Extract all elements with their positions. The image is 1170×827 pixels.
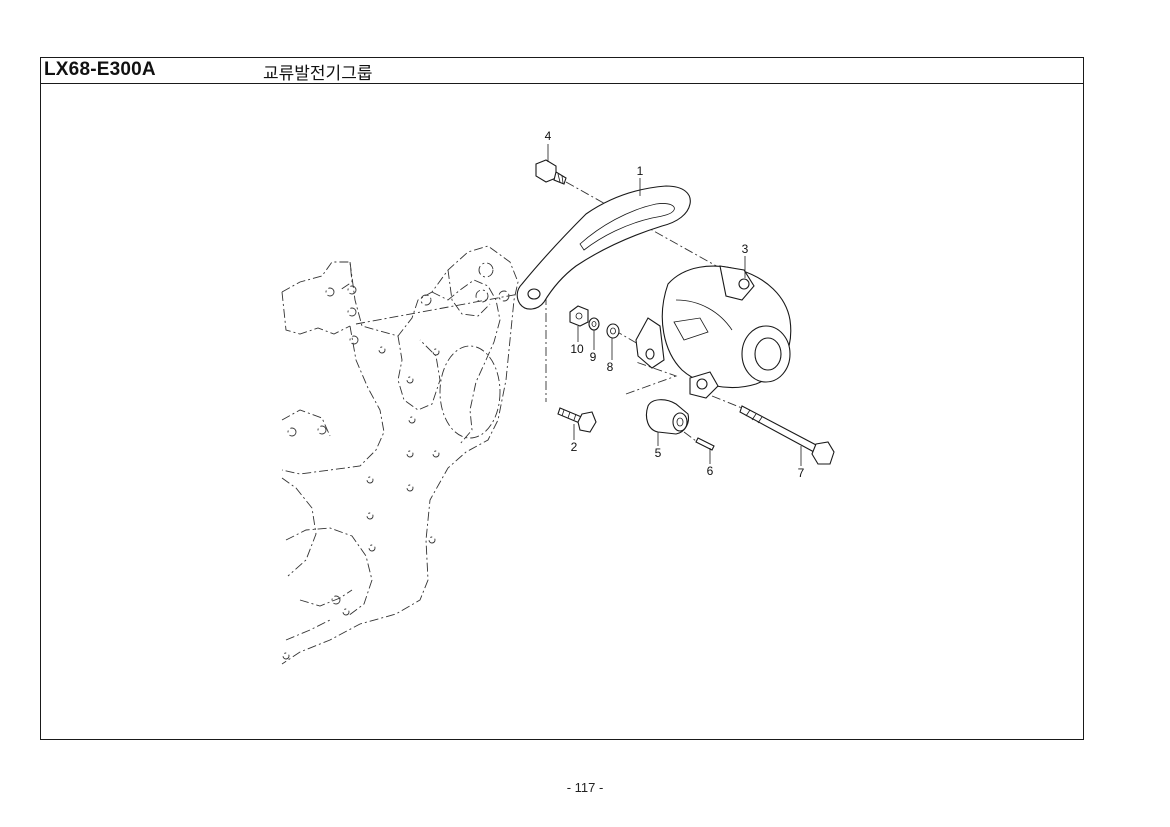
callout-5: 5 (655, 446, 662, 460)
part-8-washer (606, 323, 620, 339)
callout-7: 7 (798, 466, 805, 480)
leader-lines (547, 144, 802, 466)
callout-6: 6 (707, 464, 714, 478)
part-2-bolt (557, 407, 597, 433)
page-number: - 117 - (566, 780, 604, 795)
callout-1: 1 (637, 164, 644, 178)
part-3-alternator (635, 265, 792, 399)
part-6-pin (695, 437, 715, 451)
engine-block-outline (281, 245, 519, 665)
part-5-spacer (645, 399, 690, 435)
part-10-nut (569, 305, 589, 327)
callout-10: 10 (570, 342, 584, 356)
callout-3: 3 (742, 242, 749, 256)
callout-2: 2 (571, 440, 578, 454)
part-1-adjusting-bracket (516, 185, 691, 310)
callout-9: 9 (590, 350, 597, 364)
callout-4: 4 (545, 129, 552, 143)
part-7-long-bolt (739, 405, 835, 465)
header-bar: LX68-E300A 교류발전기그룹 (41, 58, 1083, 84)
drawing-frame: LX68-E300A 교류발전기그룹 (40, 57, 1084, 740)
model-code: LX68-E300A (44, 59, 156, 80)
callout-labels: 1 2 3 4 5 6 7 8 9 10 (545, 129, 805, 480)
callout-8: 8 (607, 360, 614, 374)
part-4-bolt (535, 159, 567, 185)
part-9-lock-washer (588, 317, 600, 331)
group-title: 교류발전기그룹 (263, 64, 373, 84)
